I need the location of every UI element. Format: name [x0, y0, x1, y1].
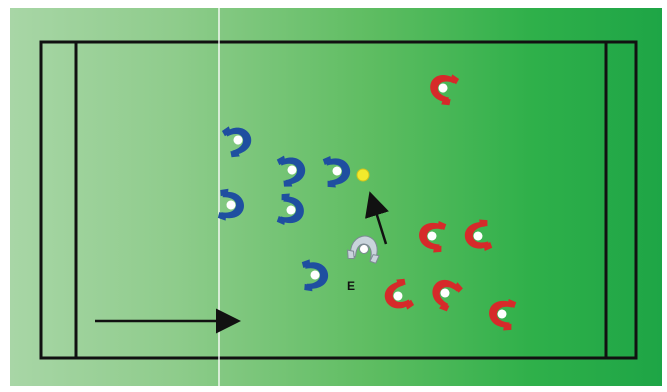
blue-player-icon — [221, 120, 256, 160]
field-boundary — [39, 40, 638, 360]
red-player-icon — [380, 276, 415, 316]
blue-player-icon — [276, 151, 309, 189]
blue-player-icon — [322, 152, 353, 189]
red-player-icon — [425, 68, 460, 108]
red-player-icon — [486, 295, 517, 332]
blue-player-icon — [217, 188, 246, 223]
red-player-icon — [425, 272, 465, 313]
coach-label: E — [347, 279, 356, 293]
red-player-icon — [462, 218, 493, 255]
blue-player-icon — [276, 192, 307, 229]
red-player-icon — [416, 217, 447, 254]
movement-arrow — [365, 191, 389, 245]
ball-icon — [356, 168, 370, 182]
pitch-background — [10, 8, 662, 386]
coach-icon — [345, 232, 383, 265]
blue-player-icon — [301, 257, 330, 292]
